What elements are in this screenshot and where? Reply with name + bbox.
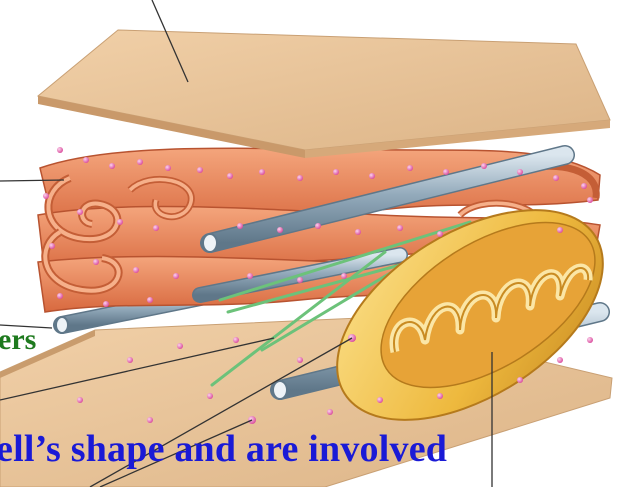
- fibers-label-fragment: ers: [0, 323, 36, 357]
- caption-text-fragment: ell’s shape and are involved: [0, 427, 447, 471]
